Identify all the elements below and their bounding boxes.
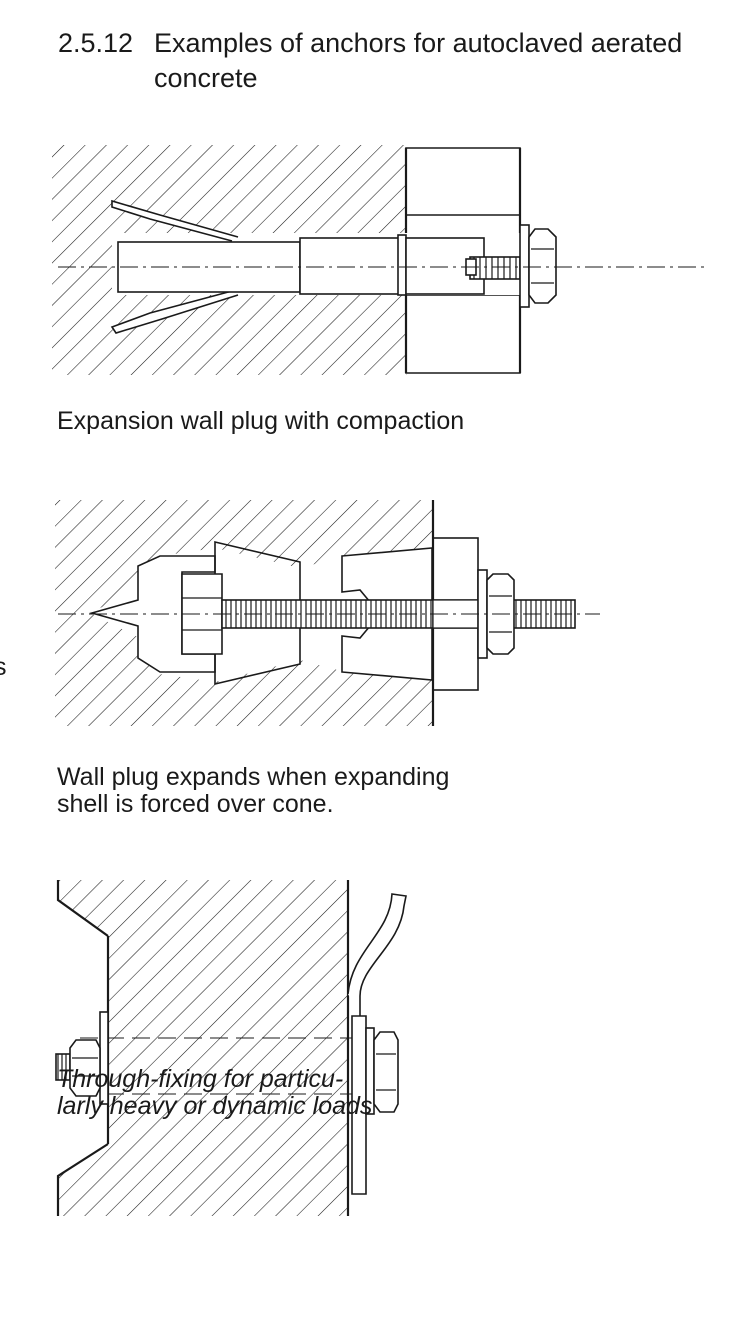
margin-text-fragment: s <box>0 653 7 681</box>
section-heading: 2.5.12 Examples of anchors for autoclaved… <box>58 26 682 96</box>
threaded-rod <box>221 599 576 629</box>
nut-right <box>373 1031 399 1113</box>
caption-expanding-shell: Wall plug expands when expanding shell i… <box>57 764 449 818</box>
hex-nut <box>528 228 557 304</box>
caption-line: larly heavy or dynamic loads <box>57 1092 373 1120</box>
caption-line: shell is forced over cone. <box>57 790 334 818</box>
caption-line: Wall plug expands when expanding <box>57 763 450 791</box>
figure-expanding-shell <box>55 500 600 726</box>
figure-expansion-plug <box>52 145 706 375</box>
caption-line: Through-fixing for particu- <box>57 1065 344 1093</box>
wall-hatch <box>58 880 348 1216</box>
expansion-leg-bottom <box>110 290 239 334</box>
section-title-line1: Examples of anchors for autoclaved aerat… <box>154 28 683 58</box>
caption-expansion-plug: Expansion wall plug with compaction <box>57 407 465 435</box>
figure-through-fixing <box>55 880 407 1216</box>
caption-through-fixing: Through-fixing for particu- larly heavy … <box>57 1066 372 1120</box>
expansion-leg-top <box>111 199 239 242</box>
section-number: 2.5.12 <box>58 28 134 58</box>
bolt-head <box>181 573 223 655</box>
washer <box>519 224 530 308</box>
nut-left <box>69 1039 101 1097</box>
section-title-line2: concrete <box>154 63 258 93</box>
bracket <box>347 893 407 1016</box>
